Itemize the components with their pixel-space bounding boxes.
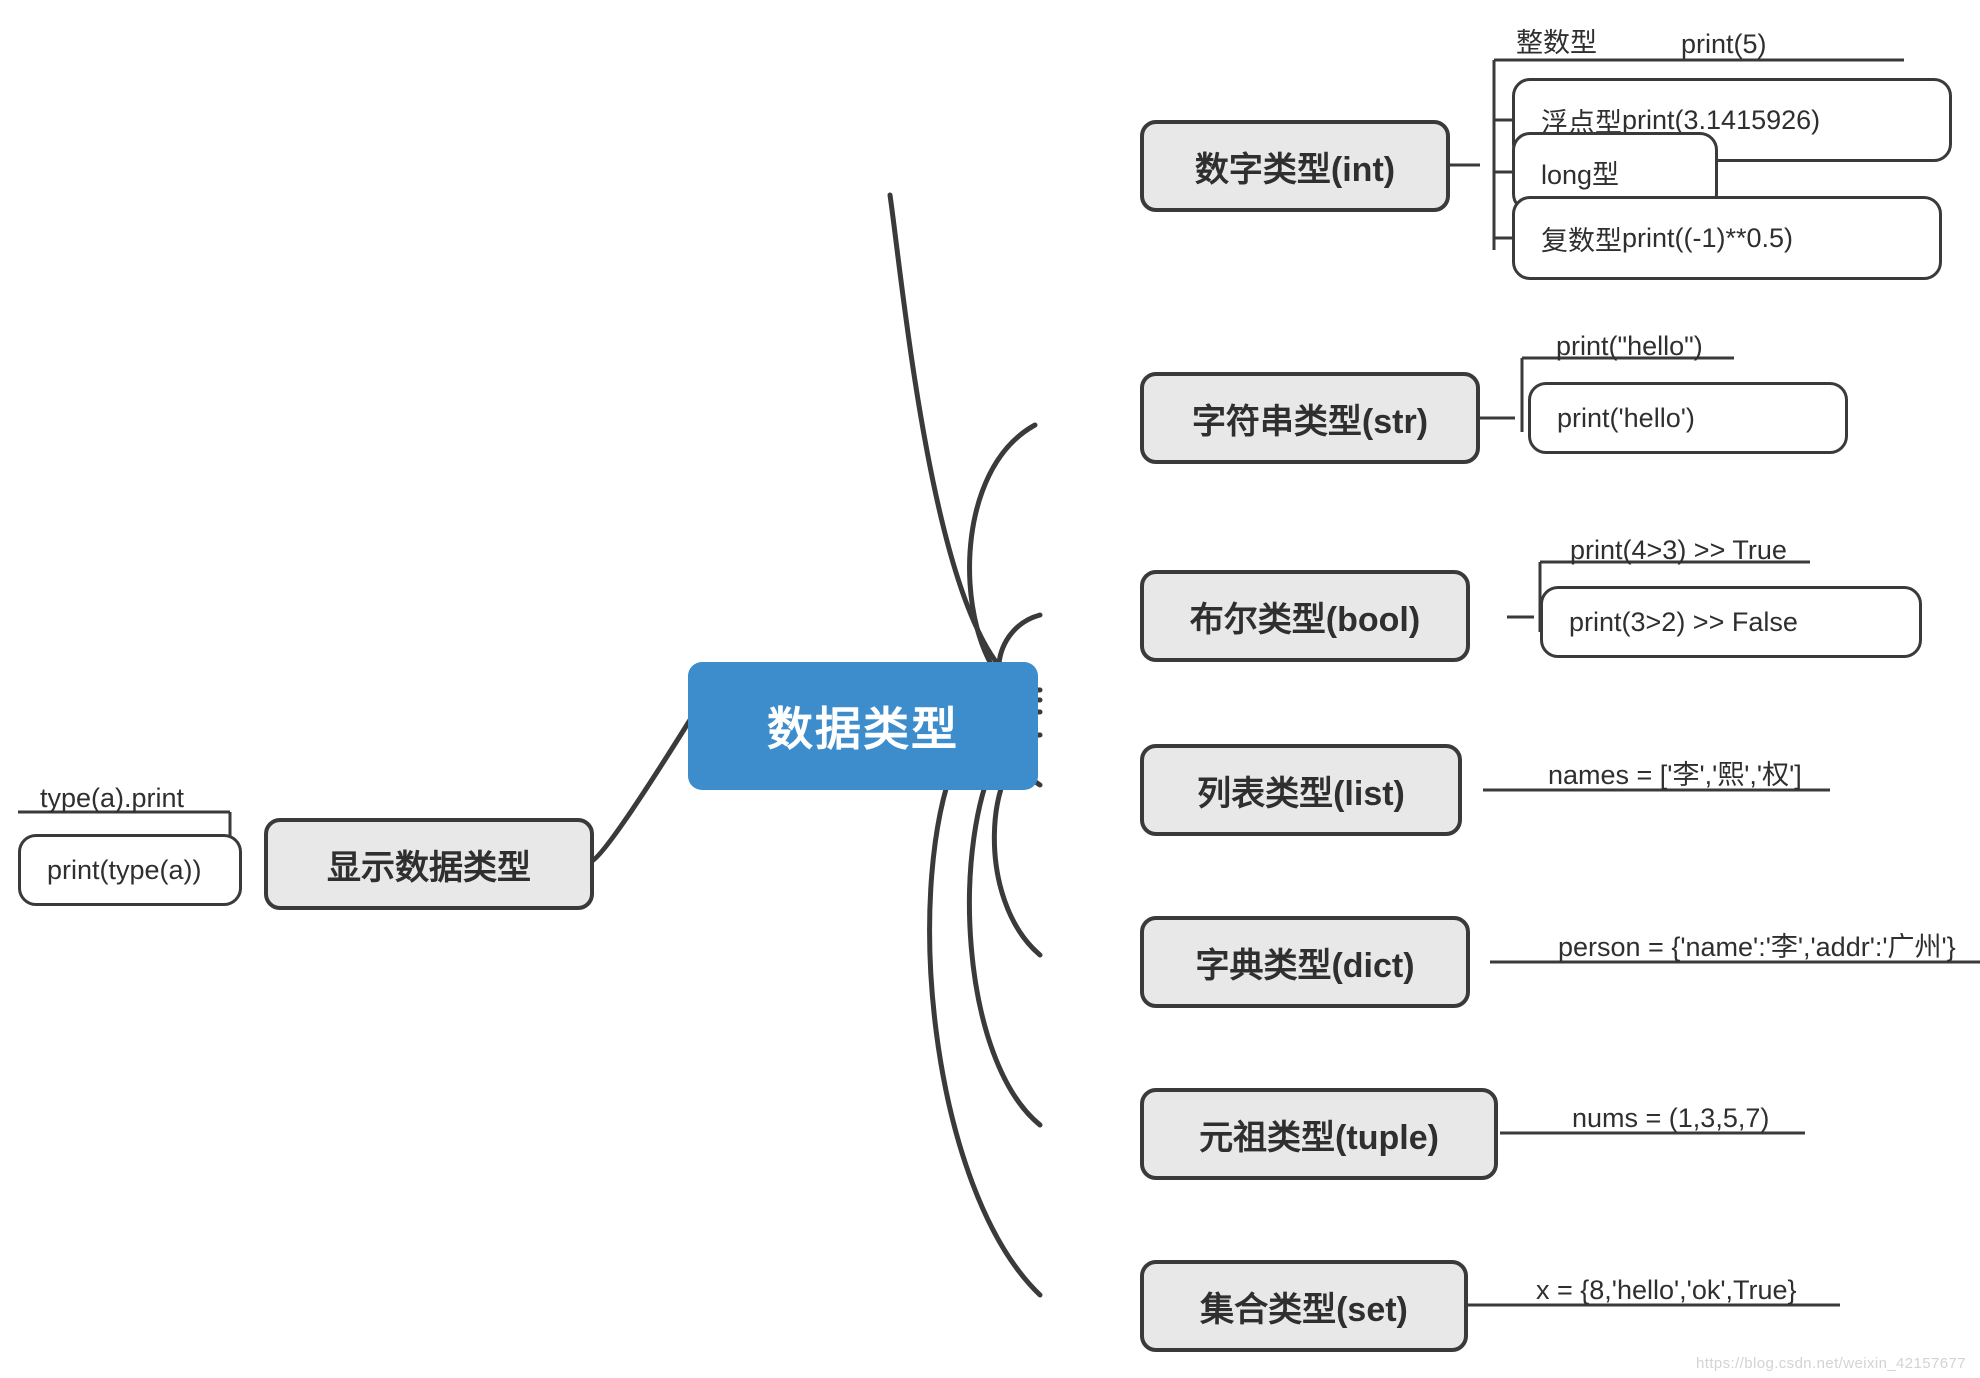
root-node-label: 数据类型: [767, 703, 959, 755]
leaf-int-complex[interactable]: 复数型 print((-1)**0.5): [1512, 196, 1942, 280]
branch-label-str: 字符串类型(str): [1191, 402, 1429, 441]
leaf-int-complex-label: 复数型: [1541, 225, 1622, 256]
leaf-int-float-code: print(3.1415926): [1622, 104, 1821, 135]
branch-node-list[interactable]: 列表类型(list): [1140, 744, 1462, 836]
leaf-bool-true-label: print(4>3) >> True: [1570, 535, 1787, 565]
leaf-show-type-print[interactable]: type(a).print: [40, 770, 260, 814]
root-node[interactable]: 数据类型: [688, 662, 1038, 790]
leaf-int-long-label: long型: [1541, 159, 1620, 190]
leaf-list-names-label: names = ['李','熙','权']: [1548, 760, 1802, 790]
leaf-show-type-print-label: type(a).print: [40, 783, 185, 813]
branch-label-tuple: 元祖类型(tuple): [1199, 1118, 1439, 1157]
leaf-int-float[interactable]: 浮点型 print(3.1415926): [1512, 78, 1952, 162]
branch-label-bool: 布尔类型(bool): [1189, 600, 1421, 639]
branch-node-tuple[interactable]: 元祖类型(tuple): [1140, 1088, 1498, 1180]
leaf-tuple-nums-label: nums = (1,3,5,7): [1572, 1103, 1770, 1133]
branch-node-int[interactable]: 数字类型(int): [1140, 120, 1450, 212]
leaf-int-integer-code: print(5): [1681, 29, 1767, 59]
branch-label-set: 集合类型(set): [1200, 1290, 1408, 1329]
leaf-bool-true[interactable]: print(4>3) >> True: [1570, 522, 1920, 566]
branch-label-show: 显示数据类型: [327, 848, 531, 887]
leaf-str-double-quote[interactable]: print("hello"): [1556, 318, 1896, 362]
leaf-str-double-quote-label: print("hello"): [1556, 331, 1703, 361]
leaf-bool-false-label-text: print(3>2) >> False: [1569, 606, 1798, 637]
branch-node-show[interactable]: 显示数据类型: [264, 818, 594, 910]
leaf-list-names[interactable]: names = ['李','熙','权']: [1548, 748, 1968, 792]
leaf-int-integer[interactable]: 整数型 print(5): [1516, 14, 1906, 60]
branch-label-dict: 字典类型(dict): [1195, 946, 1415, 985]
leaf-bool-false[interactable]: print(3>2) >> False: [1540, 586, 1922, 658]
watermark: https://blog.csdn.net/weixin_42157677: [1696, 1355, 1966, 1372]
leaf-set-x-label: x = {8,'hello','ok',True}: [1536, 1275, 1797, 1305]
leaf-int-complex-code: print((-1)**0.5): [1622, 222, 1794, 253]
branch-node-dict[interactable]: 字典类型(dict): [1140, 916, 1470, 1008]
leaf-set-x[interactable]: x = {8,'hello','ok',True}: [1536, 1262, 1936, 1306]
branch-node-set[interactable]: 集合类型(set): [1140, 1260, 1468, 1352]
branch-label-int: 数字类型(int): [1194, 150, 1396, 189]
leaf-dict-person[interactable]: person = {'name':'李','addr':'广州'}: [1558, 920, 1980, 964]
leaf-dict-person-label: person = {'name':'李','addr':'广州'}: [1558, 932, 1956, 962]
leaf-show-print-type[interactable]: print(type(a)): [18, 834, 242, 906]
leaf-int-integer-label: 整数型: [1516, 28, 1597, 58]
branch-label-list: 列表类型(list): [1197, 774, 1405, 813]
leaf-tuple-nums[interactable]: nums = (1,3,5,7): [1572, 1090, 1902, 1134]
leaf-str-single-quote-label: print('hello'): [1557, 402, 1695, 433]
branch-node-bool[interactable]: 布尔类型(bool): [1140, 570, 1470, 662]
leaf-show-print-type-label: print(type(a)): [47, 854, 202, 885]
leaf-str-single-quote[interactable]: print('hello'): [1528, 382, 1848, 454]
branch-node-str[interactable]: 字符串类型(str): [1140, 372, 1480, 464]
